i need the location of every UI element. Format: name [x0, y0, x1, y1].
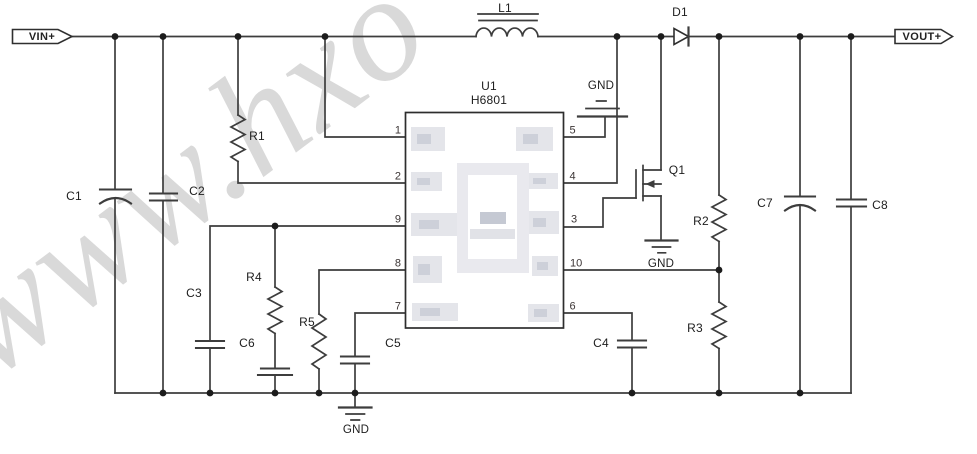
capacitor-c2-symbol	[148, 35, 179, 394]
ic-censored-text	[412, 303, 458, 321]
ic-censored-text	[413, 256, 442, 283]
resistor-r1-symbol	[229, 35, 406, 184]
inductor-l1-symbol	[475, 13, 539, 38]
ic-censored-text	[528, 304, 559, 322]
capacitor-c3-symbol	[194, 225, 406, 394]
ic-censored-text	[411, 172, 442, 191]
ground-symbol-top	[562, 100, 629, 138]
resistor-r5-symbol	[310, 269, 406, 394]
mosfet-q1-symbol	[562, 35, 662, 241]
wire-pin4	[562, 35, 618, 184]
ic-censored-text	[411, 213, 458, 236]
capacitor-c8-symbol	[835, 35, 868, 394]
diode-d1-symbol	[673, 26, 691, 47]
wire-pin1	[324, 35, 406, 138]
resistor-r2-symbol	[710, 35, 728, 271]
capacitor-c4-symbol	[562, 312, 648, 394]
pin-label-9: 9	[395, 214, 401, 226]
ground-symbol-q1	[644, 239, 679, 254]
pin-label-8: 8	[395, 258, 401, 270]
ic-censored-logo-patch	[470, 229, 515, 239]
pin-label-10: 10	[570, 258, 582, 270]
capacitor-c7-symbol	[783, 35, 817, 394]
pin-label-2: 2	[395, 171, 401, 183]
ic-censored-logo	[457, 163, 529, 273]
ic-censored-text	[516, 127, 553, 151]
pin-label-1: 1	[395, 125, 401, 137]
ground-symbol-bottom	[337, 392, 373, 421]
ic-censored-text	[411, 127, 445, 151]
ic-censored-text	[532, 256, 558, 276]
pin-label-4: 4	[570, 171, 576, 183]
pin-label-6: 6	[570, 301, 576, 313]
capacitor-c5-symbol	[339, 312, 406, 394]
vout-tag	[894, 28, 955, 45]
pin-label-7: 7	[395, 301, 401, 313]
pin-label-5: 5	[570, 125, 576, 137]
ic-censored-text	[527, 211, 559, 234]
capacitor-c1-symbol	[98, 35, 133, 394]
vin-tag	[11, 28, 74, 45]
ic-censored-text	[527, 173, 558, 189]
resistor-r4-symbol	[266, 225, 284, 370]
ic-pin-numbers: 1 2 9 8 7 5 4 3 10 6	[395, 125, 582, 313]
ic-censored-logo-patch	[480, 212, 506, 224]
resistor-r3-symbol	[710, 269, 728, 394]
pin-label-3: 3	[571, 214, 577, 226]
junction-dots	[111, 33, 855, 397]
